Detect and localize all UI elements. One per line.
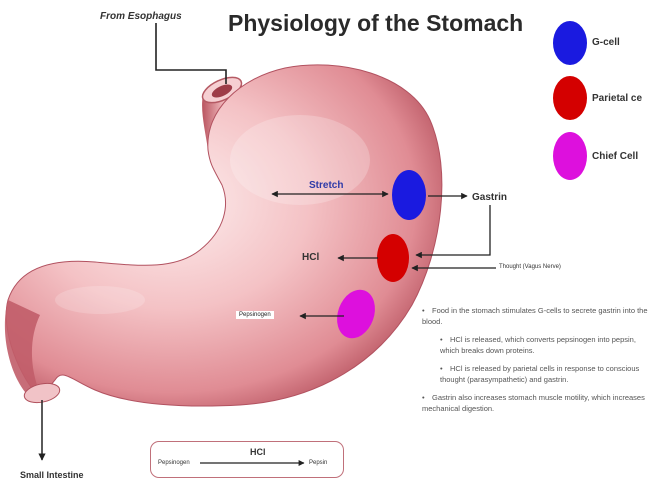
legend-label-g-cell: G-cell [592, 37, 620, 48]
legend-parietal-cell-swatch [553, 76, 587, 120]
small-intestine-label: Small Intestine [20, 470, 84, 480]
legend-label-parietal-cell: Parietal ce [592, 93, 642, 104]
note-text: HCl is released by parietal cells in res… [440, 364, 639, 384]
note-text: HCl is released, which converts pepsinog… [440, 335, 636, 355]
from-esophagus-label: From Esophagus [100, 11, 182, 22]
note-item: •Food in the stomach stimulates G-cells … [422, 306, 654, 327]
thought-label: Thought (Vagus Nerve) [499, 264, 561, 270]
note-text: Gastrin also increases stomach muscle mo… [422, 393, 645, 413]
notes-list: •Food in the stomach stimulates G-cells … [422, 306, 654, 422]
note-item: •HCl is released, which converts pepsino… [440, 335, 654, 356]
g-cell-marker [392, 170, 426, 220]
stomach [6, 65, 442, 406]
esophagus-pointer [156, 23, 226, 84]
stretch-label: Stretch [309, 180, 343, 191]
legend-chief-cell-swatch [553, 132, 587, 180]
note-text: Food in the stomach stimulates G-cells t… [422, 306, 648, 326]
parietal-cell-marker [377, 234, 409, 282]
legend-label-chief-cell: Chief Cell [592, 151, 638, 162]
hcl-label: HCl [302, 252, 319, 263]
page-title: Physiology of the Stomach [228, 10, 523, 37]
gastrin-label: Gastrin [472, 192, 507, 203]
pepsinogen-label: Pepsinogen [236, 311, 274, 319]
equation-catalyst: HCl [250, 447, 266, 457]
note-item: •HCl is released by parietal cells in re… [440, 364, 654, 385]
equation-product: Pepsin [309, 460, 327, 466]
legend-g-cell-swatch [553, 21, 587, 65]
note-item: •Gastrin also increases stomach muscle m… [422, 393, 654, 414]
equation-reactant: Pepsinogen [158, 460, 190, 466]
